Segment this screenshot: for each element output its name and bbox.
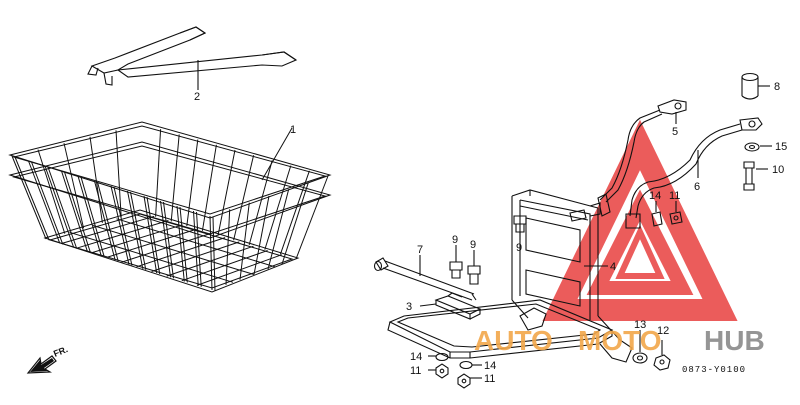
basket-wire bbox=[11, 155, 47, 240]
basket-wire bbox=[217, 149, 236, 236]
basket-wire bbox=[14, 156, 50, 241]
nut-11-upper bbox=[669, 201, 683, 225]
basket-wire bbox=[225, 209, 231, 285]
basket-floor-wire bbox=[92, 225, 255, 275]
callout-9a: 9 bbox=[452, 234, 458, 246]
clamp-plate bbox=[419, 292, 482, 320]
watermark-logo bbox=[542, 119, 738, 321]
callout-labels: 1 2 3 4 5 6 7 8 9 9 9 10 11 11 11 12 13 … bbox=[194, 81, 787, 385]
basket-wire bbox=[31, 161, 64, 245]
direction-label: FR. bbox=[52, 344, 69, 359]
basket-wire bbox=[193, 210, 199, 286]
basket-wire bbox=[77, 175, 102, 257]
battery-bracket bbox=[387, 189, 633, 363]
basket-wire bbox=[295, 175, 329, 260]
cable-lower bbox=[625, 117, 763, 229]
watermark-hub: HUB bbox=[704, 325, 765, 356]
nut-12 bbox=[653, 340, 671, 371]
basket-wire bbox=[281, 182, 309, 265]
callout-2: 2 bbox=[194, 91, 200, 103]
callout-4: 4 bbox=[610, 261, 616, 273]
basket-wire bbox=[63, 143, 85, 229]
cable-upper bbox=[597, 99, 687, 217]
callout-15: 15 bbox=[775, 141, 787, 153]
basket-wire bbox=[61, 170, 88, 252]
diagram-code: 0873-Y0100 bbox=[682, 365, 746, 375]
callout-8: 8 bbox=[774, 81, 780, 93]
wire-basket bbox=[8, 121, 332, 293]
basket-wire bbox=[264, 165, 292, 250]
basket-stay bbox=[87, 26, 298, 90]
basket-wire bbox=[239, 202, 250, 280]
callout-10: 10 bbox=[772, 164, 784, 176]
washer-15 bbox=[744, 142, 772, 152]
callout-5: 5 bbox=[672, 126, 678, 138]
callout-12: 12 bbox=[657, 325, 669, 337]
basket-wire bbox=[163, 201, 174, 279]
bolt-10 bbox=[743, 161, 768, 191]
basket-wire bbox=[155, 129, 162, 217]
basket-floor-wire bbox=[69, 231, 234, 283]
callout-11-left: 11 bbox=[410, 365, 421, 377]
washer-14-left bbox=[428, 352, 449, 362]
basket-wire bbox=[80, 176, 105, 258]
basket-wire bbox=[64, 171, 91, 253]
basket-wire bbox=[146, 196, 161, 275]
basket-wire bbox=[267, 189, 290, 270]
basket-wire bbox=[248, 160, 273, 246]
basket-wire bbox=[44, 165, 75, 248]
basket-wire bbox=[209, 215, 213, 291]
basket-wire bbox=[186, 139, 199, 227]
callout-9c: 9 bbox=[516, 242, 522, 254]
callout-7: 7 bbox=[417, 244, 423, 256]
callout-3: 3 bbox=[406, 301, 412, 313]
basket-wire bbox=[201, 144, 217, 231]
basket-wire bbox=[28, 160, 61, 244]
basket-wire bbox=[115, 130, 122, 218]
callout-14-left: 14 bbox=[410, 351, 422, 363]
basket-wire bbox=[170, 134, 180, 222]
watermark-moto: MOTO bbox=[578, 325, 661, 356]
washer-14-upper bbox=[651, 201, 663, 227]
callout-14-upper: 14 bbox=[649, 190, 661, 202]
front-direction-arrow bbox=[26, 355, 57, 374]
callout-14-right: 14 bbox=[484, 360, 496, 372]
callout-1: 1 bbox=[290, 124, 296, 136]
basket-wire bbox=[89, 136, 103, 223]
collar bbox=[741, 72, 770, 100]
callout-11-upper: 11 bbox=[669, 190, 680, 202]
washer-13 bbox=[632, 330, 648, 364]
basket-wire bbox=[97, 181, 119, 262]
nut-11-right bbox=[457, 373, 482, 389]
watermark-text: AUTO MOTO HUB bbox=[474, 325, 765, 356]
basket-wire bbox=[47, 166, 78, 249]
callout-9b: 9 bbox=[470, 239, 476, 251]
basket-wire bbox=[37, 149, 66, 234]
nut-11-left bbox=[428, 363, 449, 379]
basket-wire bbox=[130, 191, 147, 270]
basket-wire bbox=[233, 155, 255, 241]
basket-wire bbox=[279, 170, 310, 255]
callout-11-right: 11 bbox=[484, 373, 495, 385]
callout-6: 6 bbox=[694, 181, 700, 193]
bolt-9a bbox=[449, 245, 463, 279]
washer-14-right bbox=[459, 360, 482, 370]
basket-wire bbox=[176, 205, 185, 282]
bolt-9b bbox=[467, 250, 481, 285]
watermark-auto: AUTO bbox=[474, 325, 553, 356]
basket-floor-wire bbox=[116, 218, 276, 268]
basket-wire bbox=[113, 186, 133, 266]
callout-13: 13 bbox=[634, 319, 646, 331]
